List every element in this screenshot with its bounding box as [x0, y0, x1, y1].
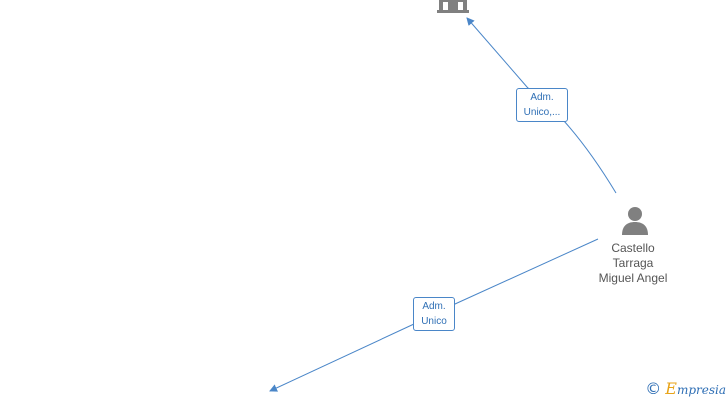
- person-name-line-1: Castello: [611, 241, 655, 255]
- edge-label-top-line-2: Unico,...: [523, 107, 561, 118]
- person-icon[interactable]: [621, 206, 649, 241]
- person-name-line-2: Tarraga: [612, 256, 654, 270]
- brand-initial: E: [665, 379, 677, 398]
- edge-label-top[interactable]: Adm. Unico,...: [516, 88, 568, 122]
- copyright-symbol: ©: [645, 379, 662, 398]
- person-name-label[interactable]: Castello Tarraga Miguel Angel: [588, 241, 678, 286]
- edge-label-bottom-line-1: Adm.: [422, 301, 446, 312]
- brand-footer: © Empresia: [645, 379, 726, 398]
- building-icon[interactable]: [437, 0, 469, 19]
- edge-label-top-line-1: Adm.: [530, 92, 554, 103]
- brand-name: mpresia: [676, 383, 726, 397]
- edge-label-bottom[interactable]: Adm. Unico: [413, 297, 455, 331]
- person-name-line-3: Miguel Angel: [598, 271, 668, 285]
- brand-logo[interactable]: Empresia: [665, 379, 726, 398]
- edge-label-bottom-line-2: Unico: [421, 316, 447, 327]
